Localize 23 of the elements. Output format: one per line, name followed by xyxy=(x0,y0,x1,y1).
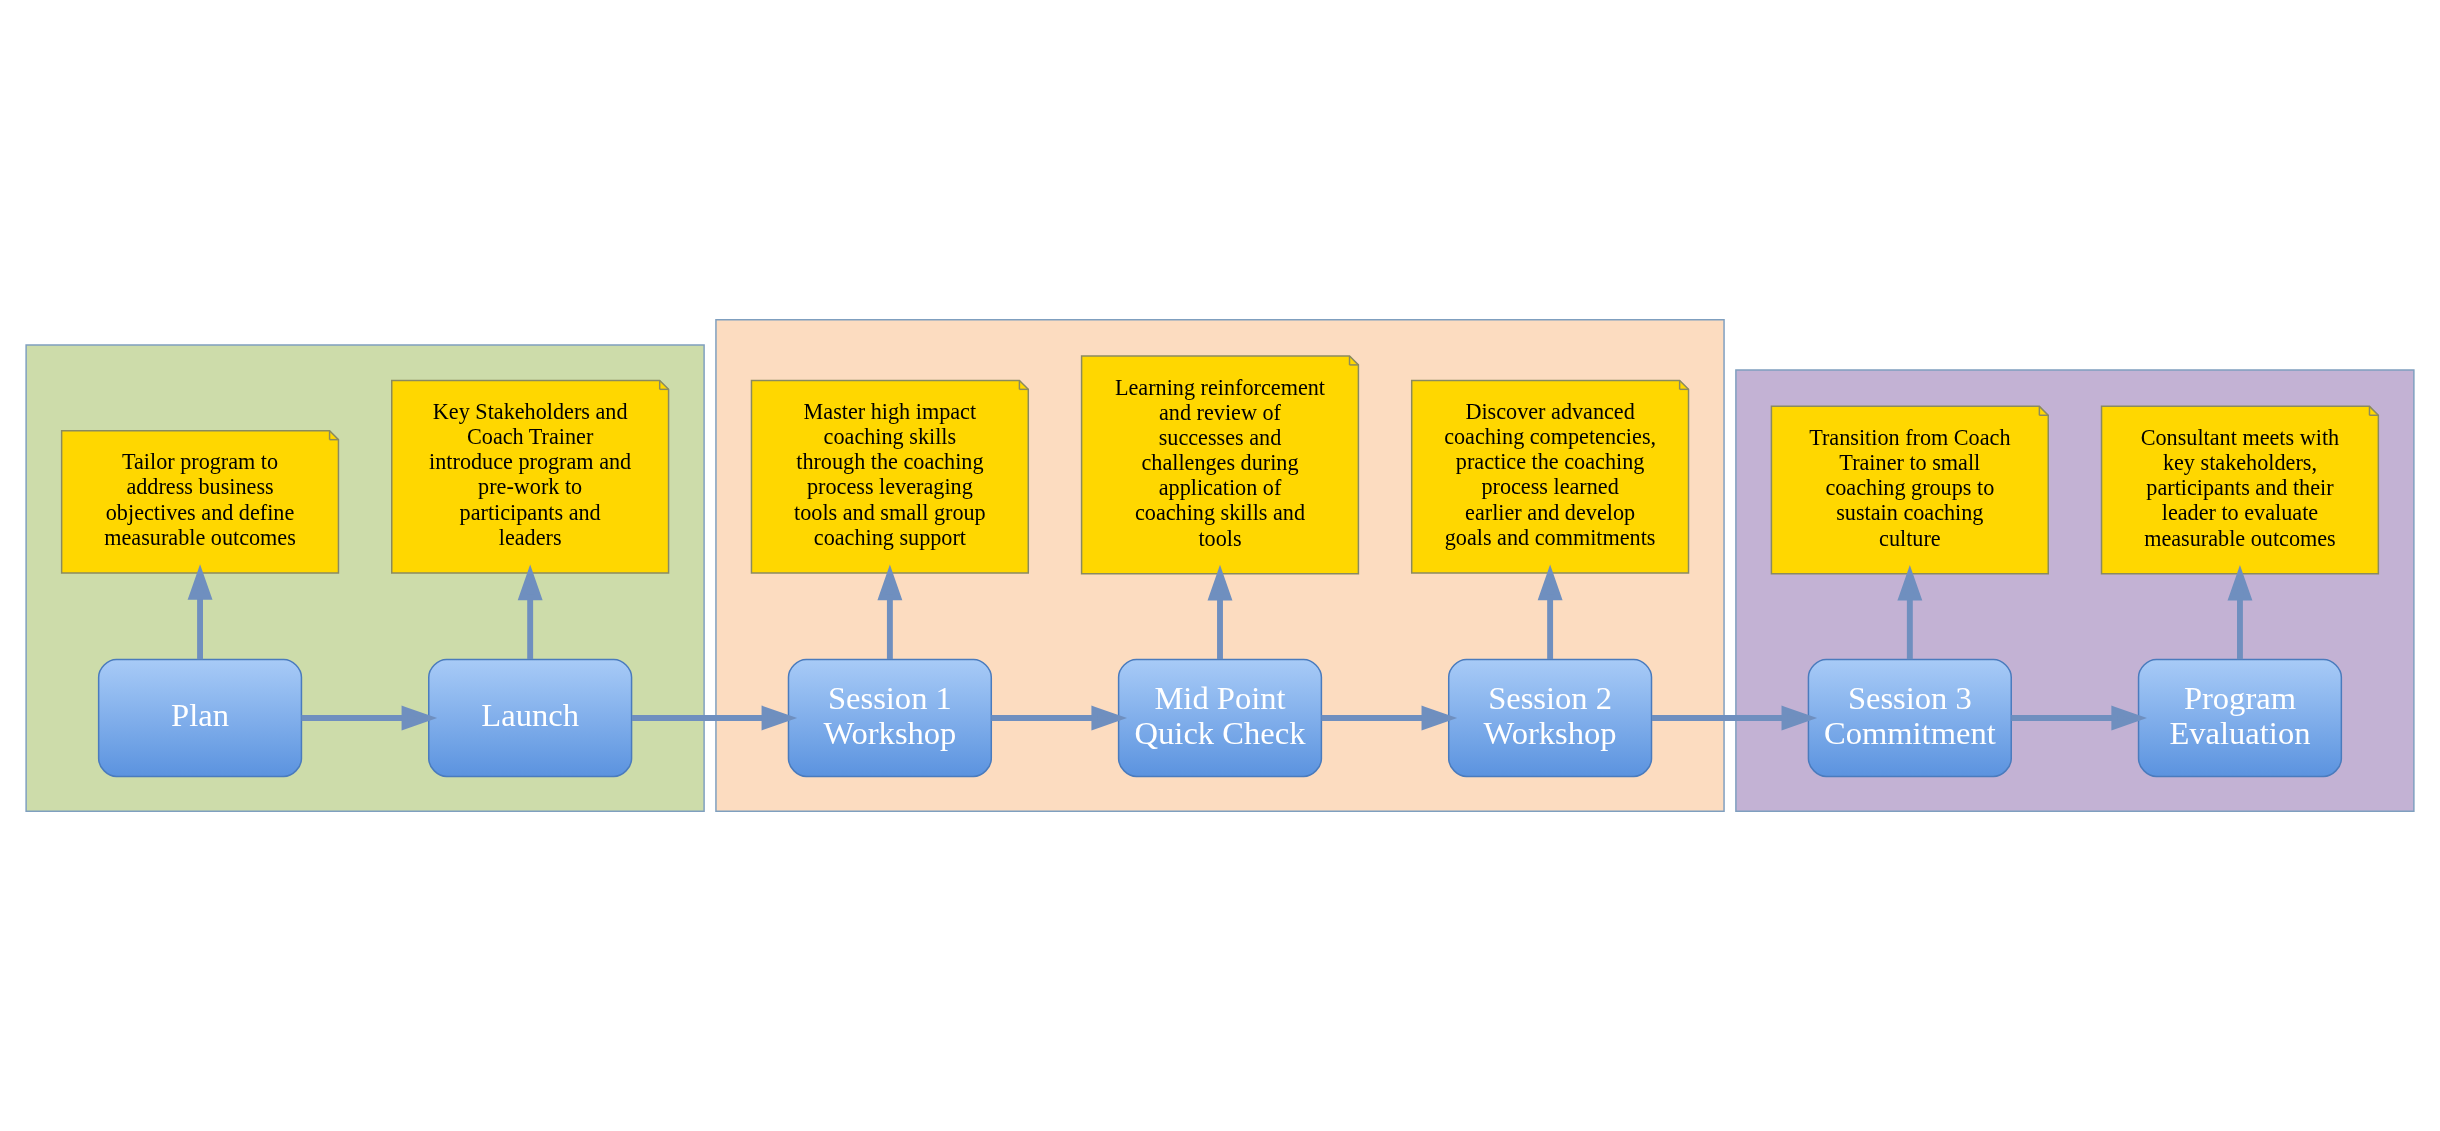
arrow xyxy=(2227,565,2253,660)
node-box: Session 2 Workshop xyxy=(1447,658,1653,778)
node-box: Session 1 Workshop xyxy=(787,658,993,778)
arrow xyxy=(1321,705,1458,731)
arrow xyxy=(631,705,798,731)
arrow xyxy=(301,705,438,731)
node-box: Launch xyxy=(428,658,633,778)
arrow xyxy=(991,705,1127,731)
node-box: Session 3 Commitment xyxy=(1807,658,2012,778)
arrow xyxy=(1537,564,1563,660)
cluster xyxy=(715,319,1725,812)
arrow xyxy=(517,564,543,660)
arrow xyxy=(2011,705,2147,731)
cluster xyxy=(25,344,705,812)
node-box: Mid Point Quick Check xyxy=(1117,658,1323,778)
arrow xyxy=(1897,565,1923,660)
node-box: Plan xyxy=(97,658,303,778)
cluster xyxy=(1735,369,2415,812)
arrow xyxy=(187,564,213,660)
node-box: Program Evaluation xyxy=(2137,658,2343,778)
arrow xyxy=(1651,705,1818,731)
arrow xyxy=(1207,564,1233,660)
arrow xyxy=(877,564,903,660)
